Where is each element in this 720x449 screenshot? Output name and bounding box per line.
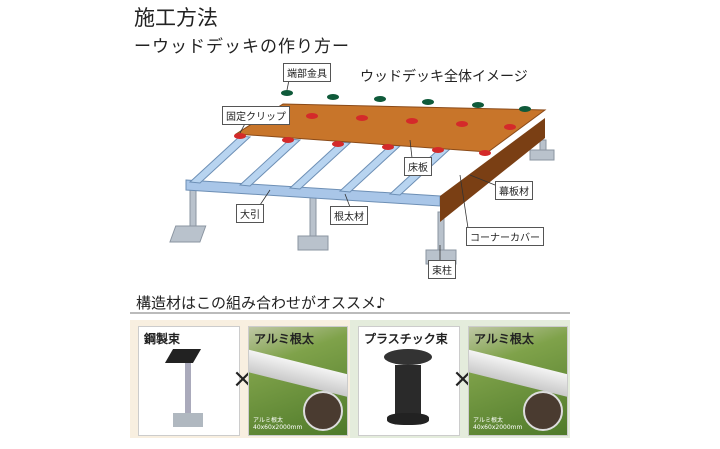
joist-caption: アルミ根太: [473, 417, 503, 424]
page-subtitle: ーウッドデッキの作り方ー: [134, 37, 350, 57]
fixing-clips: [234, 113, 516, 156]
steel-post-image: 鋼製束: [138, 326, 240, 436]
label-sleeper: 大引: [236, 204, 264, 223]
joist-caption: アルミ根太: [253, 417, 283, 424]
plastic-post-label: プラスチック束: [364, 332, 448, 346]
label-floorboard: 床板: [404, 157, 432, 176]
fascia: [440, 118, 545, 222]
label-fascia: 幕板材: [495, 181, 533, 200]
label-end-fitting: 端部金具: [283, 63, 331, 82]
joist-size: 40x60x2000mm: [253, 424, 303, 431]
recommend-heading: 構造材はこの組み合わせがオススメ♪: [136, 294, 386, 312]
joists: [188, 135, 452, 196]
divider: [130, 312, 570, 314]
leader-lines: [239, 74, 496, 260]
label-post: 束柱: [428, 260, 456, 279]
joist-size: 40x60x2000mm: [473, 424, 523, 431]
plastic-post-image: プラスチック束: [358, 326, 460, 436]
label-fixing-clip: 固定クリップ: [222, 106, 290, 125]
steel-post-label: 鋼製束: [144, 332, 181, 346]
deck-diagram: [169, 74, 555, 265]
label-corner-cover: コーナーカバー: [466, 227, 544, 246]
label-joist: 根太材: [330, 206, 368, 225]
end-fittings: [281, 90, 531, 112]
aluminum-joist-label: アルミ根太: [254, 332, 314, 346]
aluminum-joist-label: アルミ根太: [474, 332, 534, 346]
posts: [169, 139, 555, 265]
diagram-title: ウッドデッキ全体イメージ: [360, 69, 528, 85]
page-title: 施工方法: [134, 6, 218, 30]
